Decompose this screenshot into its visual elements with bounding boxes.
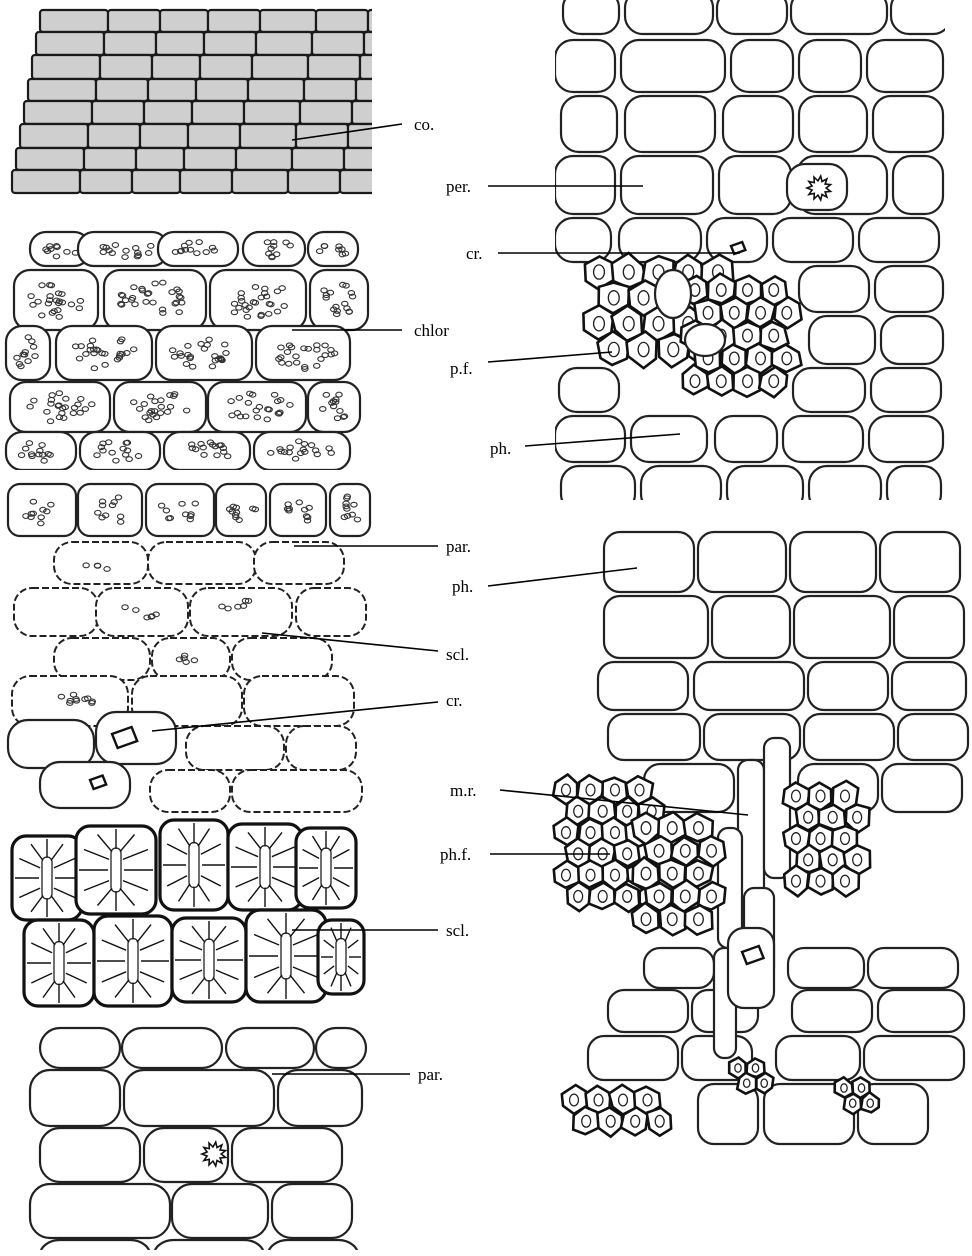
label-ph-right: ph. [452,578,473,595]
label-pf: p.f. [450,360,473,377]
leader-mr [500,790,748,815]
leader-ph-top [525,434,680,446]
label-par-top: par. [446,538,471,555]
label-cr-mid: cr. [446,692,463,709]
label-mr: m.r. [450,782,476,799]
label-phf: ph.f. [440,846,471,863]
leader-pf [488,352,612,362]
leader-cr-mid [152,702,438,731]
label-cr-top: cr. [466,245,483,262]
label-scl-mid: scl. [446,922,469,939]
leader-scl-top [262,633,438,651]
label-scl-top: scl. [446,646,469,663]
label-par-bottom: par. [418,1066,443,1083]
label-chlor: chlor [414,322,449,339]
label-ph-top: ph. [490,440,511,457]
label-co: co. [414,116,434,133]
label-per: per. [446,178,471,195]
leader-co [292,124,402,140]
leader-ph-right [488,568,637,586]
